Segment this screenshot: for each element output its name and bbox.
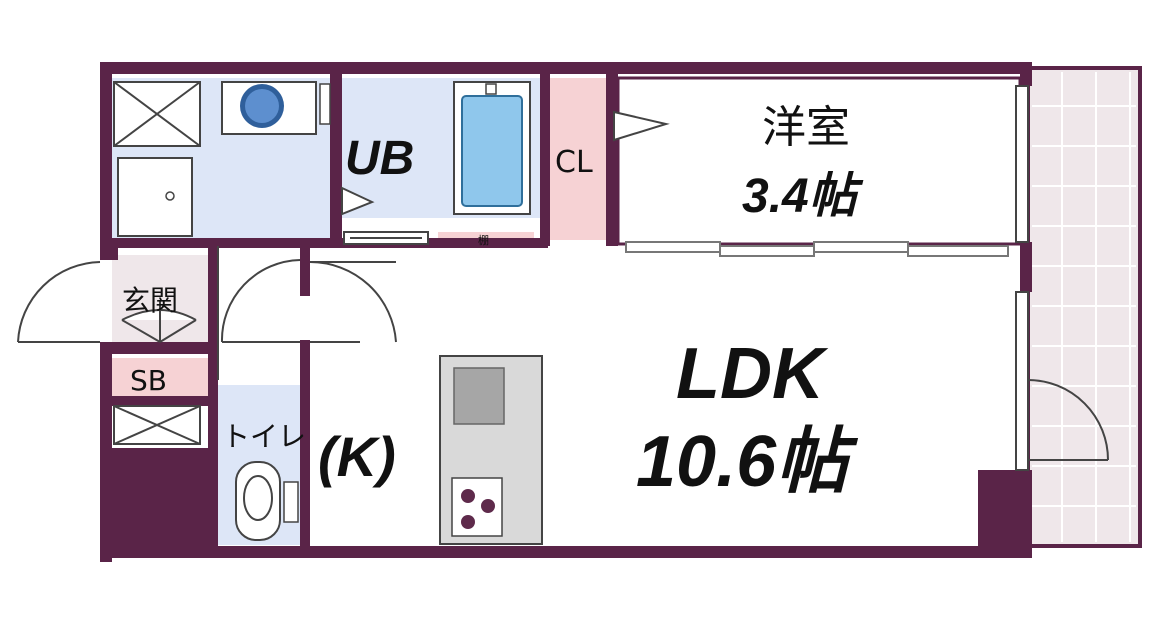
cl-label: CL: [555, 145, 593, 180]
western-room-window: [1015, 85, 1029, 243]
storage-x-bottom: [113, 405, 201, 445]
entrance-label: 玄関: [122, 284, 178, 317]
balcony-door[interactable]: [1027, 379, 1109, 461]
kitchen-counter: [439, 355, 543, 545]
shoe-box-area: [112, 358, 210, 396]
ub-label: UB: [345, 132, 414, 185]
ldk-label: LDK: [676, 334, 829, 414]
closet-area: [548, 78, 608, 240]
walls: [100, 62, 1032, 562]
western-room-size-label: 3.4帖: [742, 170, 864, 223]
entrance-shoe-fans: [121, 300, 197, 343]
storage-x-top: [113, 81, 201, 147]
sb-label: SB: [130, 364, 167, 397]
shelf-mark-label: 棚: [478, 233, 489, 247]
bathtub: [453, 81, 531, 215]
toilet-label: トイレ: [222, 420, 306, 453]
toilet-fixture: [235, 461, 299, 541]
closet-door[interactable]: [613, 110, 670, 142]
ldk-door[interactable]: [309, 260, 397, 343]
sliding-door-western-room[interactable]: [625, 241, 1009, 257]
balcony: [1026, 66, 1142, 548]
ldk-size-label: 10.6帖: [636, 422, 858, 502]
washroom-sliding-door[interactable]: [343, 231, 429, 245]
wash-basin: [221, 81, 331, 135]
ldk-window: [1015, 291, 1029, 471]
entrance-door[interactable]: [17, 261, 101, 343]
kitchen-label: (K): [318, 425, 396, 488]
western-room-label: 洋室: [762, 102, 850, 153]
washing-machine-pan: [117, 157, 193, 237]
hall-door[interactable]: [217, 246, 301, 380]
bathroom-door[interactable]: [341, 186, 375, 216]
